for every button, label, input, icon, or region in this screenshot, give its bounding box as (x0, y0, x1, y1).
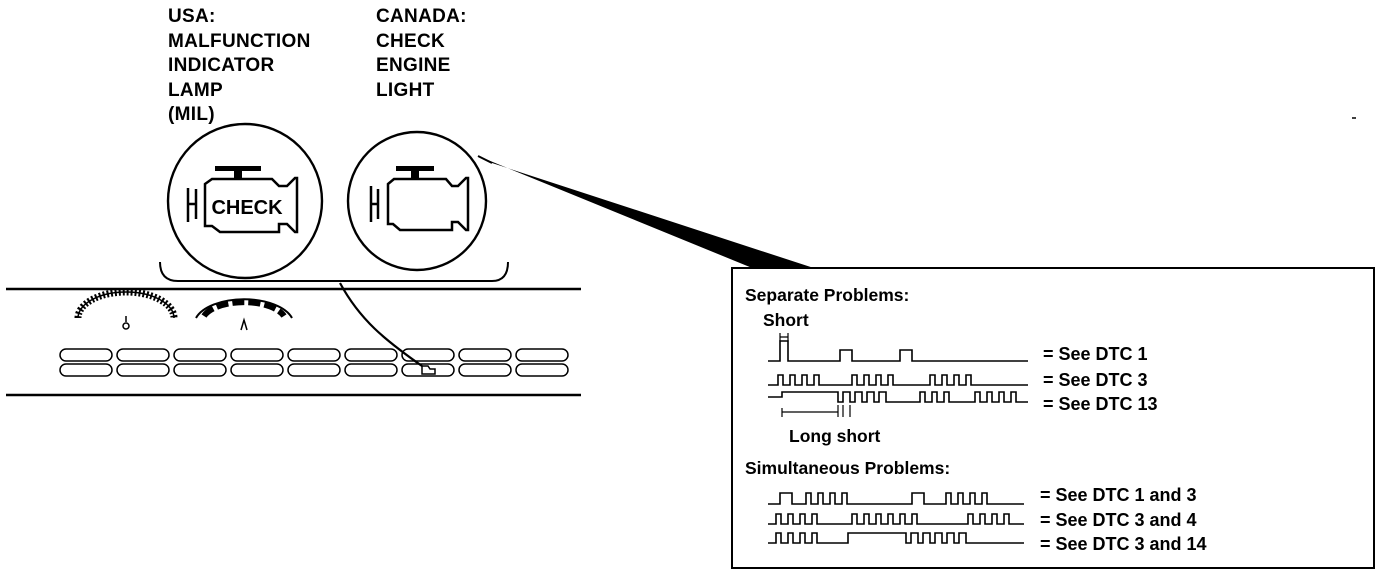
canada-label-line: ENGINE (376, 55, 451, 76)
circles-bracket (159, 261, 509, 282)
zoom-wedge (478, 156, 826, 272)
blink-pattern-dtc3-and-4 (768, 513, 1024, 525)
simultaneous-problems-heading: Simultaneous Problems: (745, 458, 950, 478)
simultaneous-row-result: = See DTC 3 and 14 (1040, 534, 1207, 554)
dashboard-panel (6, 287, 581, 397)
blink-pattern-dtc1-and-3 (768, 492, 1024, 505)
indicator-row-top (59, 348, 569, 362)
canada-label: CANADA: CHECK ENGINE LIGHT (376, 5, 467, 103)
canada-label-line: CHECK (376, 30, 446, 52)
indicator-row-bottom (59, 363, 569, 377)
callout-box (731, 267, 1375, 569)
canada-label-line: LIGHT (376, 79, 435, 101)
separate-row-result: = See DTC 3 (1043, 370, 1148, 390)
simultaneous-row-result: = See DTC 3 and 4 (1040, 510, 1197, 530)
engine-icon-circle (346, 130, 488, 272)
usa-label-line: MALFUNCTION (168, 30, 311, 52)
mil-lamp-position-icon (421, 365, 436, 375)
blink-pattern-dtc13 (768, 391, 1028, 403)
blink-pattern-dtc3-and-14 (768, 532, 1024, 544)
separate-row-result: = See DTC 13 (1043, 394, 1158, 414)
fuel-gauge-icon (74, 288, 178, 330)
callout-content: Separate Problems: Short = See DTC 1 = S… (745, 285, 1207, 554)
usa-label-line: LAMP (168, 79, 224, 101)
pointer-line (339, 282, 423, 367)
blink-pattern-dtc3 (768, 374, 1028, 386)
engine-check-icon: CHECK (186, 166, 299, 234)
usa-label: USA: MALFUNCTION INDICATOR LAMP (MIL) (168, 5, 311, 128)
separate-problems-heading: Separate Problems: (745, 285, 909, 305)
simultaneous-row-result: = See DTC 1 and 3 (1040, 485, 1197, 505)
temperature-gauge-icon (195, 298, 293, 331)
long-short-label: Long short (789, 426, 881, 446)
short-label: Short (763, 310, 809, 330)
usa-label-line: USA: (168, 6, 216, 27)
mil-icon-circle: CHECK (166, 122, 324, 280)
usa-label-line: (MIL) (168, 104, 215, 125)
canada-label-line: CANADA: (376, 6, 467, 27)
check-icon-text: CHECK (211, 197, 283, 219)
separate-row-result: = See DTC 1 (1043, 344, 1148, 364)
blink-pattern-dtc1 (768, 340, 1028, 362)
usa-label-line: INDICATOR (168, 55, 275, 76)
engine-icon (369, 166, 470, 232)
